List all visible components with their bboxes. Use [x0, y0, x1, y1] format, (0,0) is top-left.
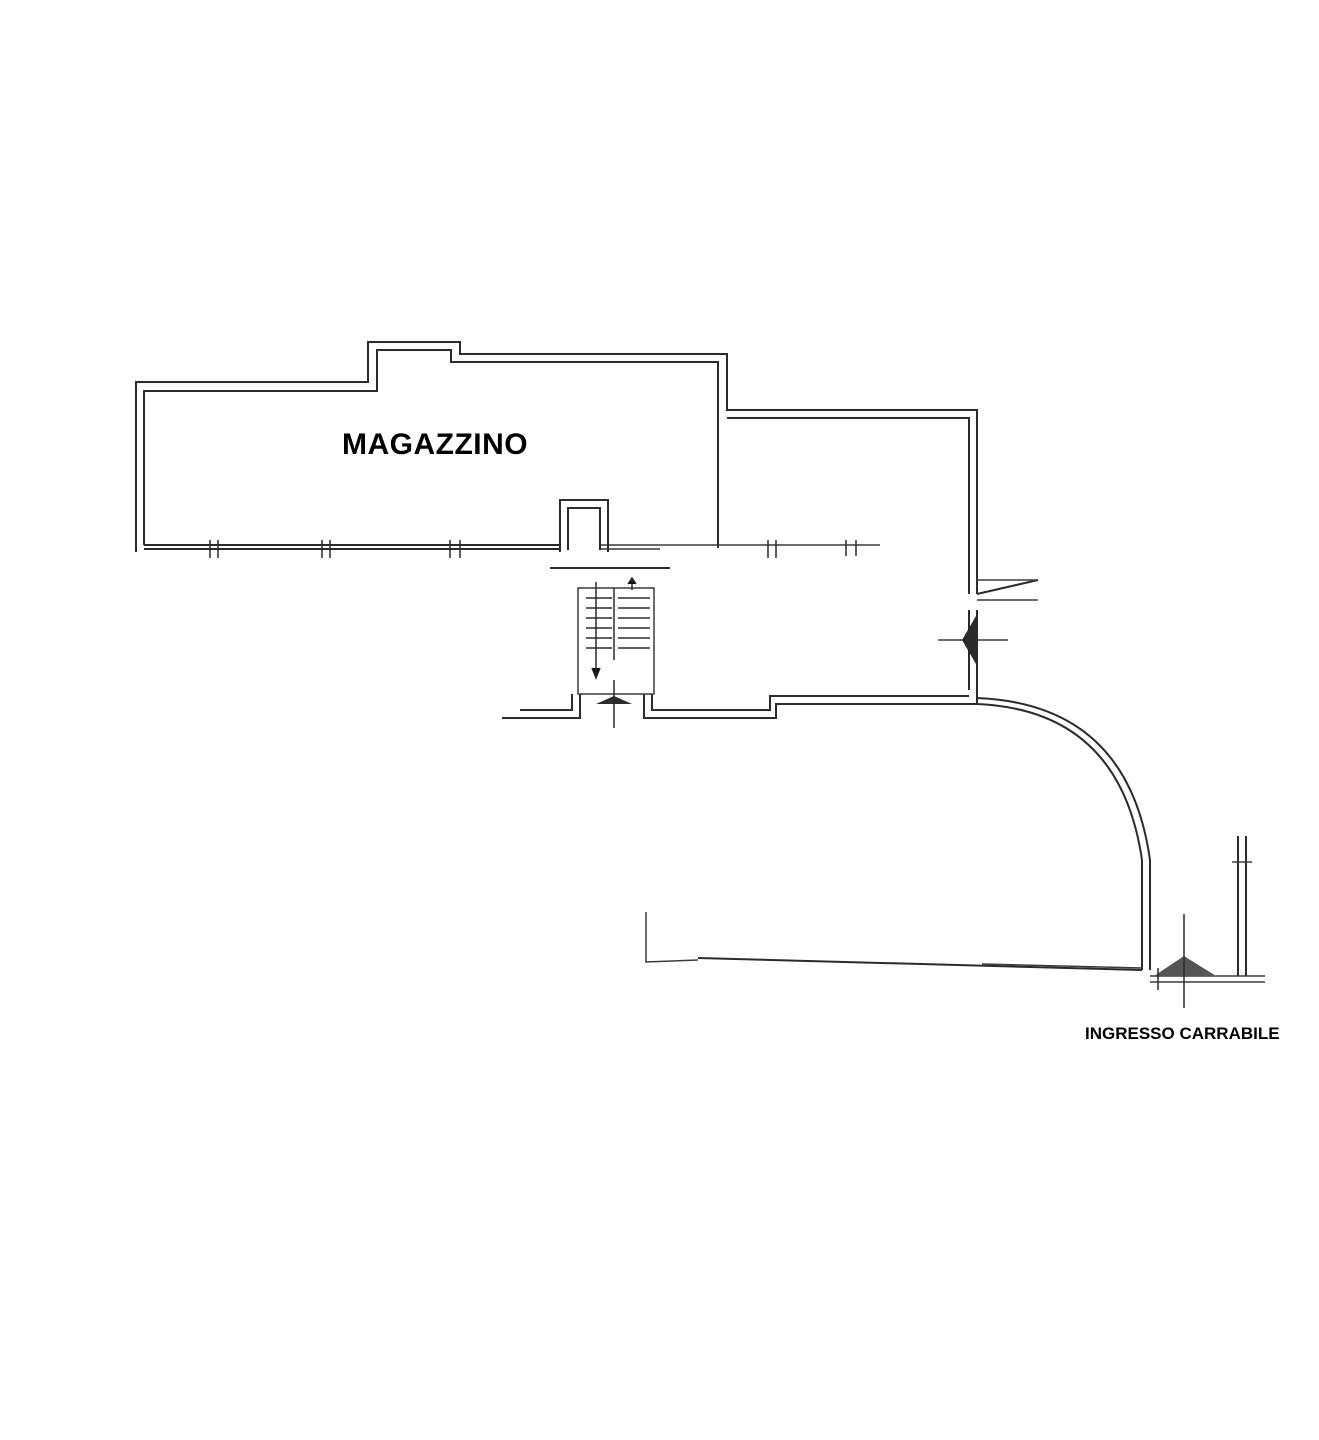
storage-room-label: MAGAZZINO: [342, 428, 529, 461]
lower-room-walls: [502, 579, 1039, 719]
window-ticks: [209, 540, 857, 558]
vehicle-entrance-label: INGRESSO CARRABILE: [1085, 1024, 1280, 1043]
storage-room-walls: [135, 341, 978, 594]
staircase: [550, 567, 670, 728]
driveway-curve: [976, 697, 1151, 970]
entrance-marker: [1154, 914, 1216, 1008]
boundary-wall: [645, 836, 1265, 983]
shaft: [559, 499, 609, 552]
